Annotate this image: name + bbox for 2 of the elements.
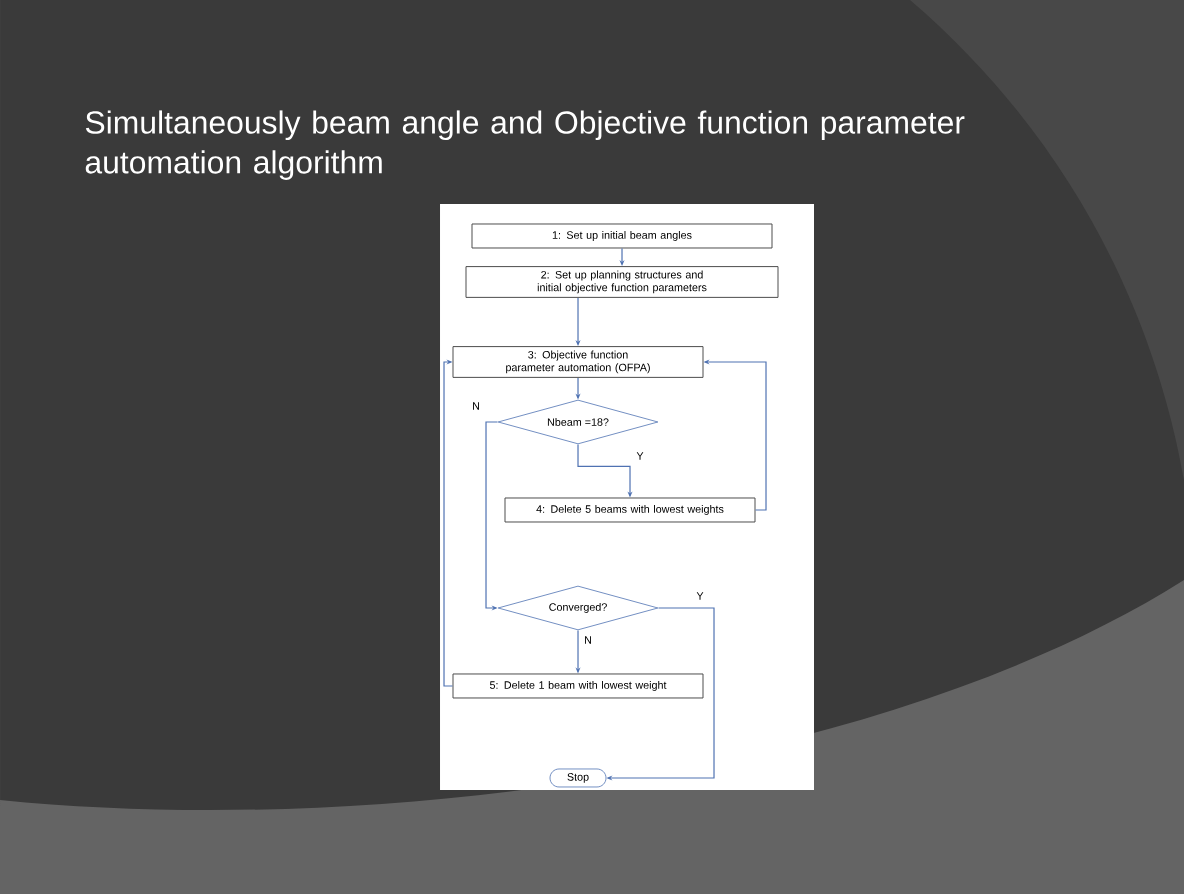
title: Simultaneously beam angle and Objective function parameter automation algorithm [85, 110, 965, 180]
arrow [443, 359, 454, 687]
